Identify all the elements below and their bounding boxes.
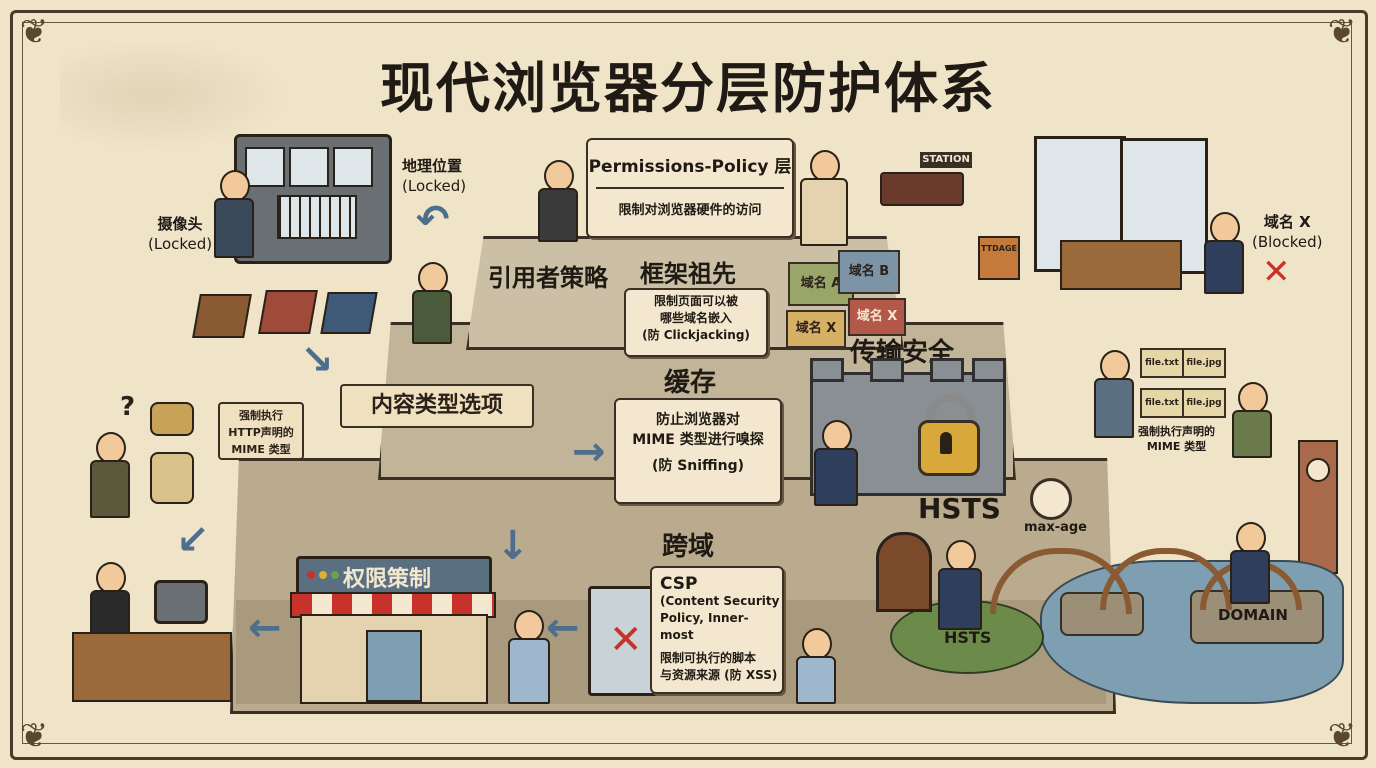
book-icon bbox=[192, 294, 252, 338]
permissions-policy-label: Permissions-Policy 层 bbox=[588, 157, 792, 177]
permissions-policy-desc: 限制对浏览器硬件的访问 bbox=[618, 203, 762, 218]
sniffing-desc-3: (防 Sniffing) bbox=[651, 458, 745, 474]
blocked-x-icon: ✕ bbox=[609, 617, 643, 663]
camera-note-1: 摄像头 bbox=[157, 215, 203, 233]
enforce-http-left-1: 强制执行 bbox=[239, 409, 283, 422]
computer-monitor-icon bbox=[154, 580, 208, 624]
microphone-icon bbox=[289, 147, 329, 187]
castle-merlon bbox=[972, 358, 1006, 382]
keypad-icon bbox=[277, 195, 357, 239]
arrow-icon: ↶ bbox=[416, 197, 450, 243]
enforce-http-right-note: 强制执行声明的 MIME 类型 bbox=[1138, 424, 1215, 454]
puzzle-piece-icon bbox=[150, 452, 194, 504]
hardware-control-panel bbox=[234, 134, 392, 264]
geolocation-note-1: 地理位置 bbox=[402, 157, 463, 175]
blocked-x-icon: ✕ bbox=[1262, 252, 1291, 292]
domain-x-note: 域名 X (Blocked) bbox=[1252, 212, 1323, 252]
enforce-http-left-2: HTTP声明的 bbox=[228, 426, 294, 439]
csp-line-3: 限制可执行的脚本 bbox=[660, 651, 757, 665]
padlock-shackle bbox=[926, 394, 976, 428]
shop-signboard: 权限策制 bbox=[296, 556, 492, 598]
frame-ancestors-desc-1: 限制页面可以被 bbox=[653, 294, 738, 308]
csp-line-4: 与资源来源 (防 XSS) bbox=[660, 668, 778, 682]
castle-merlon bbox=[870, 358, 904, 382]
content-type-options-sign: 内容类型选项 bbox=[340, 384, 534, 428]
frame-ancestors-scroll: 限制页面可以被 哪些域名嵌入 (防 Clickjacking) bbox=[624, 288, 768, 357]
file-icon: file.txt bbox=[1140, 388, 1184, 418]
corner-ornament-icon: ❦ bbox=[1327, 12, 1357, 52]
gate-icon bbox=[876, 532, 932, 612]
domain-x-note-1: 域名 X bbox=[1263, 213, 1311, 231]
book-icon bbox=[258, 290, 318, 334]
train-icon bbox=[880, 172, 964, 206]
castle-merlon bbox=[810, 358, 844, 382]
csp-scroll: CSP (Content Security Policy, Inner-most… bbox=[650, 566, 784, 694]
frame-ancestors-desc-2: 哪些域名嵌入 bbox=[659, 311, 732, 325]
diagram-title: 现代浏览器分层防护体系 bbox=[380, 57, 996, 120]
ttage-book: TTDAGE bbox=[978, 236, 1020, 280]
crate-domain-x-left: 域名 X bbox=[786, 310, 846, 348]
hsts-label: HSTS bbox=[918, 492, 1001, 525]
csp-line-1: (Content Security bbox=[660, 594, 780, 608]
geolocation-note: 地理位置 (Locked) bbox=[402, 156, 466, 196]
enforce-http-right-2: MIME 类型 bbox=[1146, 440, 1207, 453]
shop-building bbox=[300, 614, 488, 704]
arrow-icon: ↘ bbox=[300, 337, 334, 383]
domain-island-label: DOMAIN bbox=[1218, 606, 1288, 624]
world-map-background bbox=[60, 40, 290, 150]
sniffing-scroll: 防止浏览器对 MIME 类型进行嗅探 (防 Sniffing) bbox=[614, 398, 782, 504]
arrow-icon: ← bbox=[546, 605, 580, 651]
clock-icon bbox=[1030, 478, 1072, 520]
file-icon: file.jpg bbox=[1182, 388, 1226, 418]
location-pin-icon bbox=[333, 147, 373, 187]
hsts-island-label: HSTS bbox=[944, 628, 992, 647]
csp-title: CSP bbox=[660, 574, 698, 594]
shop-label: 权限策制 bbox=[343, 567, 432, 592]
corner-ornament-icon: ❦ bbox=[19, 716, 49, 756]
csp-line-2: Policy, Inner-most bbox=[660, 611, 749, 642]
enforce-http-left-3: MIME 类型 bbox=[231, 443, 291, 456]
crate-domain-b: 域名 B bbox=[838, 250, 900, 294]
castle-merlon bbox=[930, 358, 964, 382]
crate-domain-x-right: 域名 X bbox=[848, 298, 906, 336]
camera-note-2: (Locked) bbox=[148, 235, 213, 253]
domain-x-note-2: (Blocked) bbox=[1252, 233, 1323, 251]
file-icon: file.jpg bbox=[1182, 348, 1226, 378]
frame-ancestors-desc-3: (防 Clickjacking) bbox=[642, 328, 750, 342]
arrow-icon: → bbox=[572, 429, 606, 475]
camera-icon bbox=[245, 147, 285, 187]
question-mark-icon: ? bbox=[120, 392, 136, 422]
corner-ornament-icon: ❦ bbox=[1327, 716, 1357, 756]
clock-tower-icon bbox=[1298, 440, 1338, 574]
file-icon: file.txt bbox=[1140, 348, 1184, 378]
arrow-icon: ↓ bbox=[496, 523, 530, 569]
referrer-policy-label: 引用者策略 bbox=[488, 264, 608, 292]
arrow-icon: ← bbox=[248, 605, 282, 651]
desk-icon bbox=[72, 632, 232, 702]
station-sign: STATION bbox=[920, 152, 972, 168]
camera-note: 摄像头 (Locked) bbox=[148, 214, 212, 254]
sniffing-desc-2: MIME 类型进行嗅探 bbox=[632, 432, 764, 448]
cache-label: 缓存 bbox=[664, 368, 717, 398]
corner-ornament-icon: ❦ bbox=[19, 12, 49, 52]
max-age-label: max-age bbox=[1024, 520, 1087, 535]
cross-origin-label: 跨域 bbox=[662, 532, 715, 562]
frame-ancestors-label: 框架祖先 bbox=[640, 260, 736, 288]
arrow-icon: ↙ bbox=[176, 517, 210, 563]
keyhole-icon bbox=[940, 432, 952, 454]
inner-frame bbox=[22, 22, 1352, 744]
desk-icon bbox=[1060, 240, 1182, 290]
outer-frame bbox=[10, 10, 1368, 760]
enforce-http-right-1: 强制执行声明的 bbox=[1138, 425, 1215, 438]
permissions-policy-scroll: Permissions-Policy 层 限制对浏览器硬件的访问 bbox=[586, 138, 794, 238]
book-icon bbox=[320, 292, 378, 334]
enforce-http-sign: 强制执行 HTTP声明的 MIME 类型 bbox=[218, 402, 304, 460]
sniffing-desc-1: 防止浏览器对 bbox=[656, 412, 740, 428]
puzzle-piece-icon bbox=[150, 402, 194, 436]
geolocation-note-2: (Locked) bbox=[402, 177, 467, 195]
